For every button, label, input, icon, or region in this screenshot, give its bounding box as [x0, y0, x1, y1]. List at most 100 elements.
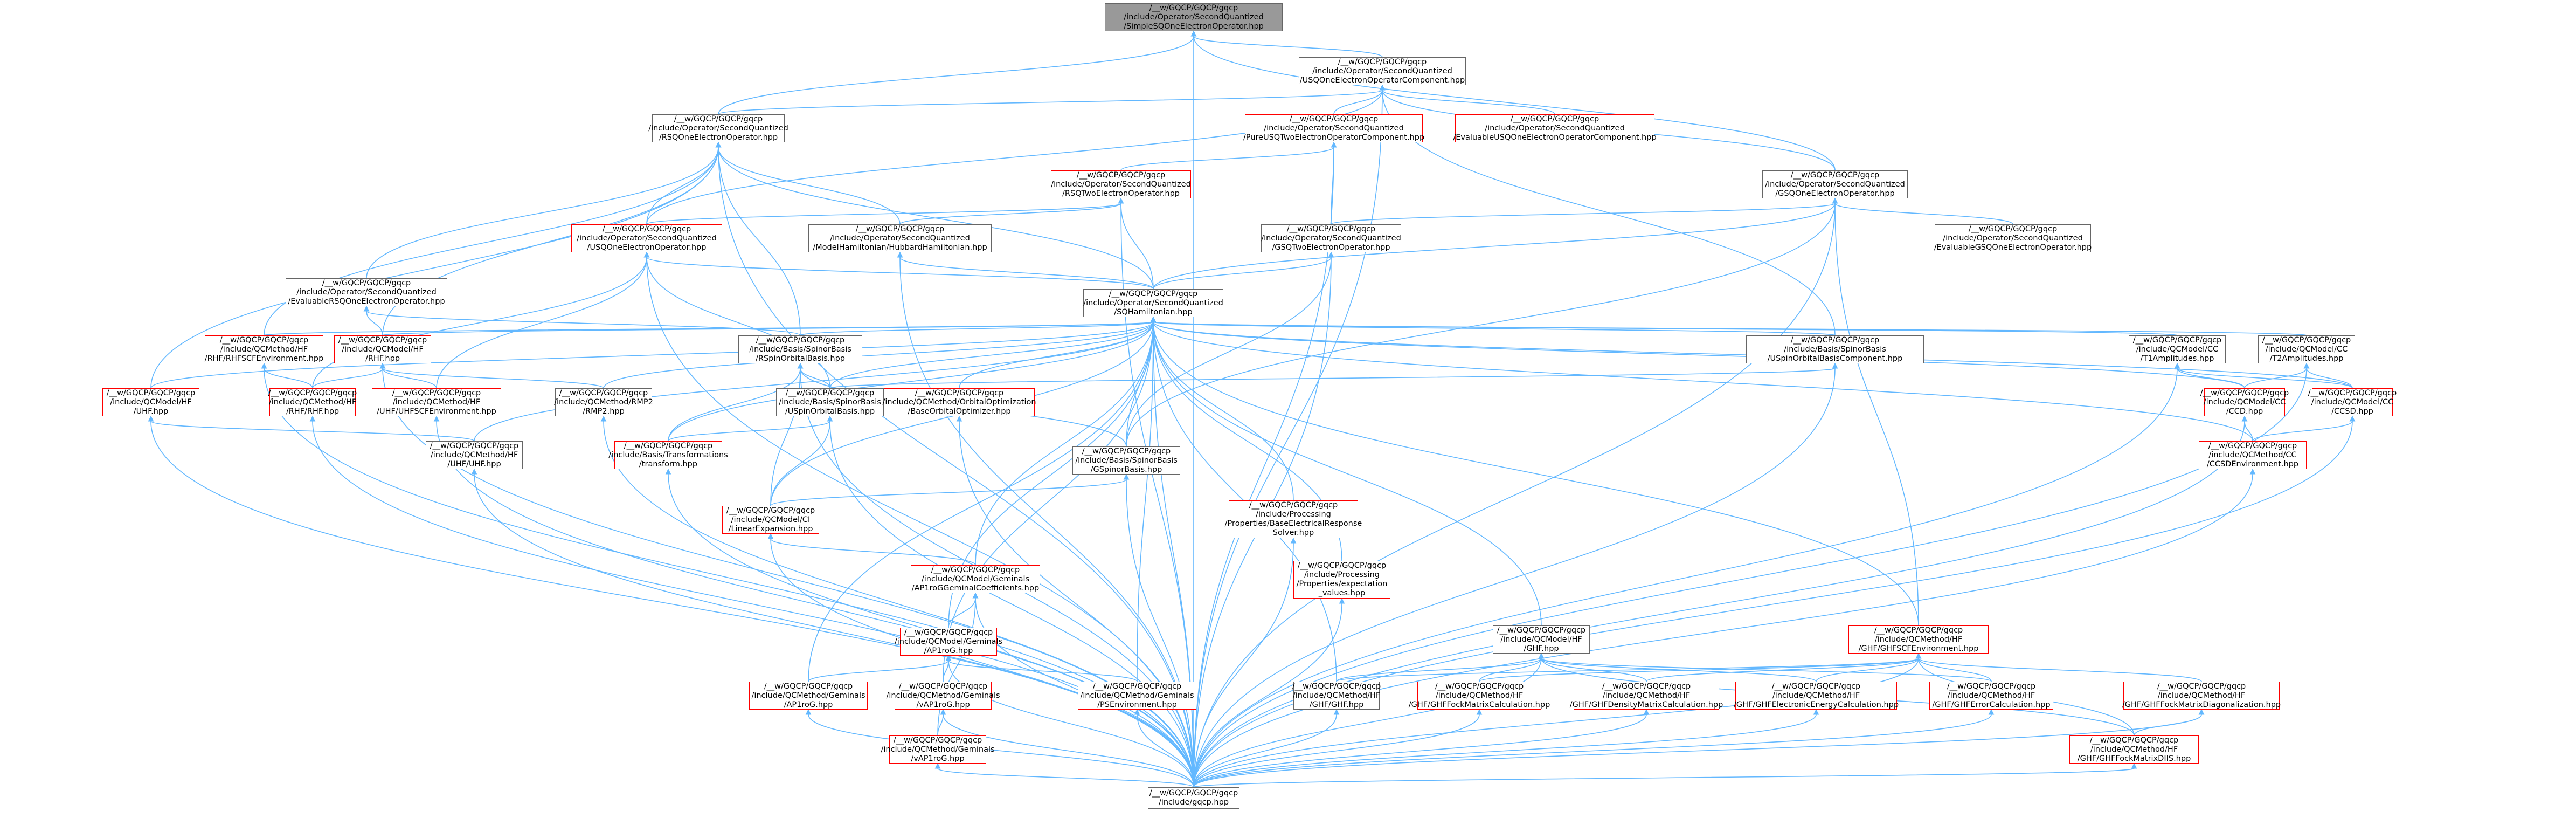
node-label-line: /__w/GQCP/GQCP/gqcp — [1790, 335, 1880, 345]
node-label-line: /include/QCMethod/Geminals — [886, 691, 1000, 700]
edge-arrowhead — [1290, 537, 1297, 544]
node-sqham[interactable]: /__w/GQCP/GQCP/gqcp/include/Operator/Sec… — [1083, 289, 1223, 317]
edge-arrowhead — [2241, 415, 2248, 422]
edge-sqham-to-rsqteo — [1120, 203, 1154, 290]
edge-gqcp-to-ccsd — [1193, 421, 2353, 788]
node-evalrsqoeo[interactable]: /__w/GQCP/GQCP/gqcp/include/Operator/Sec… — [286, 278, 447, 306]
node-label-line: /__w/GQCP/GQCP/gqcp — [268, 388, 357, 397]
node-label-line: /__w/GQCP/GQCP/gqcp — [602, 224, 691, 233]
node-label-line: /transform.hpp — [639, 459, 698, 469]
node-label-line: /vAP1roG.hpp — [911, 754, 965, 763]
node-ghfdiis[interactable]: /__w/GQCP/GQCP/gqcp/include/QCMethod/HF/… — [2069, 735, 2199, 764]
node-label-line: /EvaluableUSQOneElectronOperatorComponen… — [1453, 133, 1657, 142]
edge-gqcp-to-uhfscf — [436, 421, 1194, 788]
node-uhfscf[interactable]: /__w/GQCP/GQCP/gqcp/include/QCMethod/HF/… — [372, 388, 501, 416]
edge-rhfmodel-to-evalrsqoeo — [366, 311, 383, 336]
node-baseorbopt[interactable]: /__w/GQCP/GQCP/gqcp/include/QCMethod/Orb… — [882, 388, 1036, 416]
edge-usob-to-usqoeo — [646, 257, 830, 389]
edge-arrowhead — [945, 655, 952, 661]
node-ap1rog[interactable]: /__w/GQCP/GQCP/gqcp/include/QCModel/Gemi… — [895, 628, 1002, 656]
node-gsqoeo[interactable]: /__w/GQCP/GQCP/gqcp/include/Operator/Sec… — [1762, 170, 1908, 198]
edge-arrowhead — [309, 415, 316, 422]
node-label-line: /__w/GQCP/GQCP/gqcp — [1497, 625, 1586, 635]
node-vap1rog[interactable]: /__w/GQCP/GQCP/gqcp/include/QCMethod/Gem… — [886, 682, 1000, 710]
node-rsob[interactable]: /__w/GQCP/GQCP/gqcp/include/Basis/Spinor… — [738, 335, 862, 363]
node-label-line: /include/QCMethod/HF — [1602, 691, 1691, 700]
edge-gqcp-to-ghfdiis — [1193, 768, 2135, 788]
edge-uhfmethod-to-uhfmodel — [150, 421, 475, 442]
node-label-line: /__w/GQCP/GQCP/gqcp — [2157, 682, 2246, 691]
node-label-line: /__w/GQCP/GQCP/gqcp — [1602, 682, 1691, 691]
node-ghfdiag[interactable]: /__w/GQCP/GQCP/gqcp/include/QCMethod/HF/… — [2122, 682, 2281, 710]
node-gqcp[interactable]: /__w/GQCP/GQCP/gqcp/include/gqcp.hpp — [1148, 787, 1239, 809]
node-sqoeoc[interactable]: /__w/GQCP/GQCP/gqcp/include/Operator/Sec… — [1299, 57, 1466, 85]
edge-usob-to-sqham — [829, 321, 1154, 389]
node-t1amp[interactable]: /__w/GQCP/GQCP/gqcp/include/QCModel/CC/T… — [2129, 335, 2226, 363]
node-label-line: /__w/GQCP/GQCP/gqcp — [1790, 170, 1880, 180]
node-rsqoeo[interactable]: /__w/GQCP/GQCP/gqcp/include/Operator/Sec… — [648, 114, 788, 142]
edge-gqcp-to-uspinorcomp — [1193, 368, 1836, 788]
edge-rsqteo-to-pusqoeoc — [1120, 147, 1334, 171]
node-ghfmethod[interactable]: /__w/GQCP/GQCP/gqcp/include/QCMethod/HF/… — [1292, 682, 1381, 710]
edge-gqcp-to-ghfdens — [1193, 714, 1647, 788]
node-linexp[interactable]: /__w/GQCP/GQCP/gqcp/include/QCModel/CI/L… — [722, 506, 819, 534]
node-evalgsqoeo[interactable]: /__w/GQCP/GQCP/gqcp/include/Operator/Sec… — [1934, 224, 2092, 252]
node-ghfenergy[interactable]: /__w/GQCP/GQCP/gqcp/include/QCMethod/HF/… — [1734, 682, 1899, 710]
node-rmp2[interactable]: /__w/GQCP/GQCP/gqcp/include/QCMethod/RMP… — [554, 388, 653, 416]
edge-gqcp-to-ghffock — [1193, 714, 1480, 788]
node-label-line: /GHF/GHFSCFEnvironment.hpp — [1858, 644, 1979, 653]
node-label-line: /__w/GQCP/GQCP/gqcp — [1968, 224, 2058, 233]
node-rhfscf[interactable]: /__w/GQCP/GQCP/gqcp/include/QCMethod/HF/… — [205, 335, 323, 363]
node-label-line: /Properties/BaseElectricalResponse — [1224, 519, 1362, 528]
node-vap1rog2[interactable]: /__w/GQCP/GQCP/gqcp/include/QCMethod/Gem… — [881, 735, 995, 764]
node-rhfmodel[interactable]: /__w/GQCP/GQCP/gqcp/include/QCModel/HF/R… — [334, 335, 431, 363]
node-rhfmethod[interactable]: /__w/GQCP/GQCP/gqcp/include/QCMethod/HF/… — [268, 388, 357, 416]
edge-ccsdenv-to-sqham — [1153, 321, 2253, 442]
node-label-line: /include/Operator/SecondQuantized — [577, 233, 717, 243]
node-label-line: /CCSD.hpp — [2331, 407, 2373, 416]
node-usqoeo[interactable]: /__w/GQCP/GQCP/gqcp/include/Operator/Sec… — [571, 224, 722, 252]
node-pseenv[interactable]: /__w/GQCP/GQCP/gqcp/include/QCMethod/Gem… — [1078, 682, 1196, 710]
node-ghfmodel[interactable]: /__w/GQCP/GQCP/gqcp/include/QCModel/HF/G… — [1493, 625, 1590, 654]
node-ghfscf[interactable]: /__w/GQCP/GQCP/gqcp/include/QCMethod/HF/… — [1848, 625, 1989, 654]
node-ghfdens[interactable]: /__w/GQCP/GQCP/gqcp/include/QCMethod/HF/… — [1570, 682, 1723, 710]
node-expvals[interactable]: /__w/GQCP/GQCP/gqcp/include/Processing/P… — [1293, 561, 1390, 599]
node-ccd[interactable]: /__w/GQCP/GQCP/gqcp/include/QCModel/CC/C… — [2200, 388, 2289, 416]
edge-arrowhead — [767, 533, 774, 539]
node-gspinor[interactable]: /__w/GQCP/GQCP/gqcp/include/Basis/Spinor… — [1072, 446, 1180, 475]
node-hubbard[interactable]: /__w/GQCP/GQCP/gqcp/include/Operator/Sec… — [808, 224, 992, 252]
node-pusqoeoc[interactable]: /__w/GQCP/GQCP/gqcp/include/Operator/Sec… — [1243, 114, 1424, 142]
node-ghferror[interactable]: /__w/GQCP/GQCP/gqcp/include/QCMethod/HF/… — [1929, 682, 2053, 710]
node-label-line: /PSEnvironment.hpp — [1097, 700, 1177, 709]
node-transform[interactable]: /__w/GQCP/GQCP/gqcp/include/Basis/Transf… — [608, 441, 728, 469]
node-label-line: /include/Basis/SpinorBasis — [749, 345, 851, 354]
node-uhfmodel[interactable]: /__w/GQCP/GQCP/gqcp/include/QCModel/HF/U… — [102, 388, 199, 416]
node-ap1rogcoef[interactable]: /__w/GQCP/GQCP/gqcp/include/QCModel/Gemi… — [911, 565, 1040, 593]
node-rsqteo[interactable]: /__w/GQCP/GQCP/gqcp/include/Operator/Sec… — [1051, 170, 1191, 198]
edge-vap1rog-to-sqham — [943, 321, 1154, 682]
node-ccsd[interactable]: /__w/GQCP/GQCP/gqcp/include/QCModel/CC/C… — [2308, 388, 2397, 416]
node-uhfmethod[interactable]: /__w/GQCP/GQCP/gqcp/include/QCMethod/HF/… — [426, 441, 523, 469]
node-ap1rogm[interactable]: /__w/GQCP/GQCP/gqcp/include/QCMethod/Gem… — [749, 682, 868, 710]
edge-gqcp-to-linexp — [770, 538, 1194, 788]
edge-gqcp-to-ghfdiag — [1193, 714, 2202, 788]
edge-evaluoeoc-to-sqoeoc — [1382, 90, 1555, 115]
edge-arrowhead — [715, 141, 722, 148]
node-usob[interactable]: /__w/GQCP/GQCP/gqcp/include/Basis/Spinor… — [776, 388, 884, 416]
node-label-line: /__w/GQCP/GQCP/gqcp — [1771, 682, 1861, 691]
node-gsqteo[interactable]: /__w/GQCP/GQCP/gqcp/include/Operator/Sec… — [1261, 224, 1401, 252]
node-ccsdenv[interactable]: /__w/GQCP/GQCP/gqcp/include/QCMethod/CC/… — [2199, 441, 2307, 469]
edge-gqcp-to-usob — [829, 421, 1194, 788]
node-label-line: /RSQOneElectronOperator.hpp — [659, 133, 778, 142]
node-ghffock[interactable]: /__w/GQCP/GQCP/gqcp/include/QCMethod/HF/… — [1409, 682, 1550, 710]
edge-arrowhead — [2198, 709, 2205, 715]
node-elecresp[interactable]: /__w/GQCP/GQCP/gqcp/include/Processing/P… — [1225, 500, 1362, 538]
node-evaluoeoc[interactable]: /__w/GQCP/GQCP/gqcp/include/Operator/Sec… — [1453, 114, 1657, 142]
edge-ccd-to-t1amp — [2177, 368, 2245, 389]
node-uspinorcomp[interactable]: /__w/GQCP/GQCP/gqcp/include/Basis/Spinor… — [1746, 335, 1924, 363]
node-label-line: /include/Operator/SecondQuantized — [648, 123, 788, 133]
edge-ghfdens-to-ghfscf — [1646, 658, 1919, 682]
edge-arrowhead — [1190, 30, 1197, 37]
node-t2amp[interactable]: /__w/GQCP/GQCP/gqcp/include/QCModel/CC/T… — [2258, 335, 2355, 363]
